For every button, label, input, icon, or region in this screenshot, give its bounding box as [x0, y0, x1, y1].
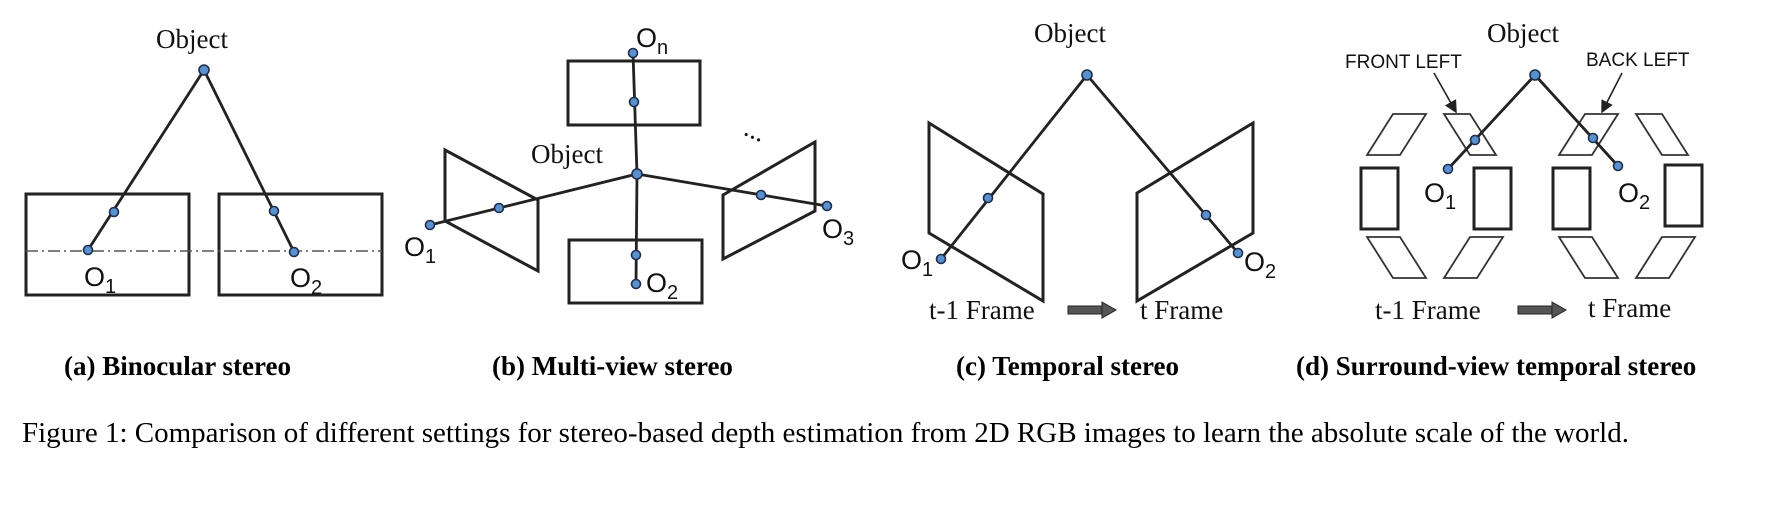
ray-left [1446, 74, 1537, 170]
panel-b-multiview: Object On O1 O2 O3 ... (b) Multi-view st… [404, 23, 854, 381]
ray-left [939, 74, 1089, 260]
projection-point-left [1469, 134, 1481, 146]
object-point [1081, 69, 1093, 81]
front-left-callout-arrow [1433, 72, 1457, 114]
o1-label: O1 [84, 262, 116, 298]
panel-caption: (d) Surround-view temporal stereo [1296, 351, 1696, 381]
camera-center-o1 [82, 244, 94, 256]
back-left-callout-arrow [1601, 72, 1623, 114]
projection-point-left [982, 192, 994, 204]
panel-caption: (c) Temporal stereo [956, 351, 1179, 381]
o2-label: O2 [290, 263, 322, 299]
object-label: Object [531, 139, 603, 169]
frame-arrow-head [1551, 301, 1568, 319]
frame-prev-label: t-1 Frame [1375, 295, 1481, 325]
figure-caption: Figure 1: Comparison of different settin… [22, 417, 1629, 449]
panel-d-surround: Object FRONT LEFT BACK LEFT O1 O2 t-1 Fr… [1296, 18, 1704, 381]
camera-center-o3 [821, 200, 833, 212]
object-label: Object [1487, 18, 1559, 48]
cur-cam-mid-left [1551, 166, 1592, 231]
camera-center-o2 [1232, 247, 1244, 259]
object-label: Object [1034, 18, 1106, 48]
prev-cam-bottom-right [1442, 236, 1505, 279]
o1-label: O1 [1424, 178, 1456, 214]
camera-center-o1 [935, 253, 947, 265]
ray-right [636, 172, 828, 208]
frame-arrow-head [1101, 301, 1118, 319]
projection-point-right [1200, 209, 1212, 221]
frame-arrow-shaft [1517, 305, 1553, 315]
projection-point-bottom [630, 249, 642, 261]
ray-bottom [634, 173, 639, 285]
right-image-plane [217, 192, 384, 297]
ray-right [202, 69, 296, 253]
back-left-label: BACK LEFT [1586, 50, 1690, 71]
cur-cam-bottom-left [1557, 236, 1620, 279]
prev-cam-mid-left [1359, 166, 1400, 231]
panel-c-temporal: Object O1 O2 t-1 Frame t Frame (c) Tempo… [901, 18, 1276, 381]
projection-point-left [493, 202, 505, 214]
o1-label: O1 [901, 245, 933, 281]
panel-caption: (b) Multi-view stereo [492, 351, 733, 381]
camera-center-o2 [288, 246, 300, 258]
projection-point-left [108, 206, 120, 218]
frame-cur-label: t Frame [1588, 293, 1671, 323]
frame-arrow-shaft [1067, 305, 1103, 315]
projection-point-right [1587, 132, 1599, 144]
ray-top [631, 52, 639, 175]
cur-cam-mid-right [1663, 163, 1704, 228]
camera-center-on [627, 47, 639, 59]
object-point [198, 64, 210, 76]
prev-cam-top-left [1365, 113, 1428, 156]
prev-cam-front-left [1442, 113, 1498, 156]
ray-left [86, 69, 206, 251]
front-left-label: FRONT LEFT [1345, 52, 1462, 73]
projection-point-top [628, 96, 640, 108]
object-label: Object [156, 24, 228, 54]
projection-point-right [755, 189, 767, 201]
camera-center-o1 [424, 219, 436, 231]
object-point [1529, 69, 1541, 81]
panel-a-binocular: Object O1 O2 (a) Binocular stereo [24, 24, 384, 381]
o2-label: O2 [1244, 247, 1276, 283]
panel-caption: (a) Binocular stereo [64, 351, 291, 381]
object-point [631, 168, 643, 180]
o2-label: O2 [1618, 178, 1650, 214]
ray-right [1085, 74, 1240, 254]
cur-cam-bottom-right [1634, 236, 1697, 279]
frame-prev-label: t-1 Frame [929, 295, 1035, 325]
cur-cam-top-right [1634, 113, 1690, 156]
cur-frame-image-plane [1135, 120, 1255, 304]
prev-frame-image-plane [927, 120, 1045, 304]
prev-cam-bottom-left [1365, 236, 1428, 279]
right-image-plane [721, 139, 817, 262]
left-image-plane [443, 147, 540, 274]
frame-cur-label: t Frame [1140, 295, 1223, 325]
projection-point-right [268, 205, 280, 217]
ray-right [1533, 74, 1620, 167]
camera-center-o2 [1612, 160, 1624, 172]
on-label: On [636, 23, 668, 59]
camera-center-o2 [630, 278, 642, 290]
o2-label: O2 [646, 268, 678, 304]
o1-label: O1 [404, 232, 436, 268]
camera-center-o1 [1442, 163, 1454, 175]
prev-cam-mid-right [1472, 166, 1513, 231]
left-image-plane [24, 192, 191, 297]
cur-cam-back-left [1557, 113, 1620, 156]
o3-label: O3 [822, 214, 854, 250]
ellipsis: ... [740, 112, 771, 148]
ray-left [429, 172, 638, 227]
